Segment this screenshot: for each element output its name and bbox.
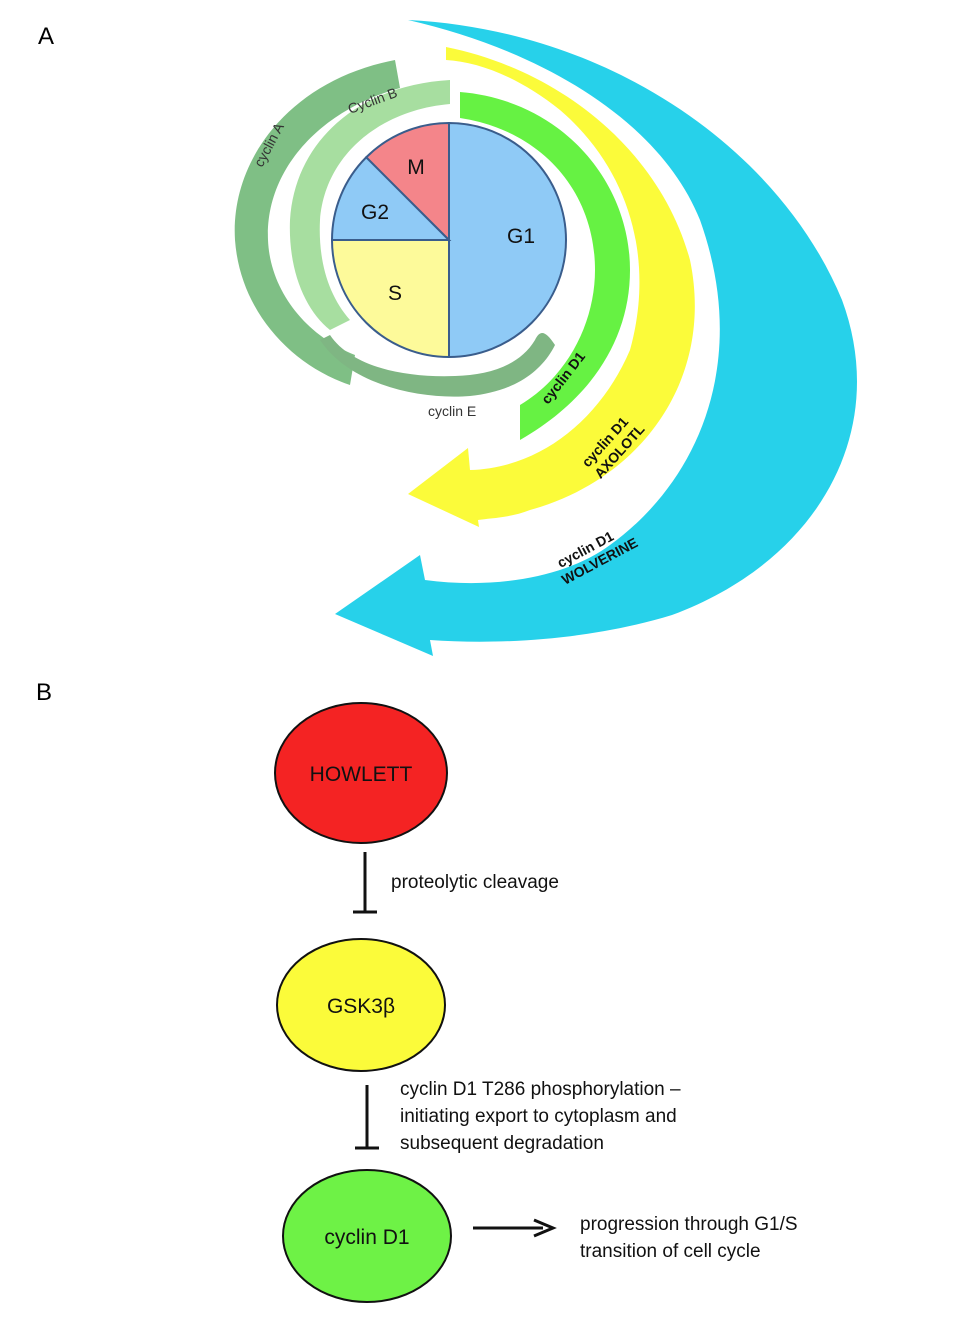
cell-cycle-pie: G1S G2 M bbox=[330, 121, 567, 359]
pie-slice-s bbox=[330, 239, 450, 359]
cyclin-d1-wolverine-arrow bbox=[335, 20, 857, 656]
pie-slice-g2 bbox=[330, 155, 452, 241]
cyclin-e-label: cyclin E bbox=[428, 403, 476, 419]
howlett-node-label: HOWLETT bbox=[310, 763, 413, 786]
pathway-diagram: HOWLETT proteolytic cleavage GSK3β cycli… bbox=[274, 702, 798, 1303]
edge-2-label-line-1: cyclin D1 T286 phosphorylation – bbox=[400, 1079, 681, 1100]
cyclin-d1-node-label: cyclin D1 bbox=[324, 1226, 409, 1249]
cyclin-d1-node bbox=[282, 1169, 452, 1303]
howlett-node bbox=[274, 702, 448, 844]
pie-label-g1: G1 bbox=[507, 225, 535, 248]
edge-3-label-line-1: progression through G1/S bbox=[580, 1214, 798, 1235]
edge-3-label-line-2: transition of cell cycle bbox=[580, 1241, 761, 1262]
pie-label-m: M bbox=[407, 156, 425, 179]
cyclin-a-band bbox=[234, 60, 400, 385]
gsk3b-node-label: GSK3β bbox=[327, 995, 395, 1018]
panel-b-label: B bbox=[36, 679, 52, 706]
activate-arrow bbox=[473, 1218, 557, 1238]
edge-1-label: proteolytic cleavage bbox=[391, 872, 559, 893]
panel-a-label: A bbox=[38, 23, 54, 50]
inhibit-edge-1 bbox=[353, 852, 377, 914]
pie-label-g2: G2 bbox=[361, 201, 389, 224]
cyclin-d1-band bbox=[460, 92, 630, 440]
inhibit-edge-2 bbox=[355, 1085, 379, 1150]
activate-arrowhead bbox=[533, 1218, 557, 1238]
cyclin-d1-axolotl-arrow bbox=[408, 47, 695, 527]
pie-label-s: S bbox=[388, 282, 402, 305]
cyclin-b-band bbox=[289, 80, 450, 330]
edge-2-label-line-3: subsequent degradation bbox=[400, 1133, 604, 1154]
edge-2-label-line-2: initiating export to cytoplasm and bbox=[400, 1106, 677, 1127]
pie-slice-m bbox=[364, 121, 450, 243]
cyclin-e-band bbox=[320, 333, 555, 397]
gsk3b-node bbox=[276, 938, 446, 1072]
pie-slice-g1 bbox=[448, 121, 567, 359]
